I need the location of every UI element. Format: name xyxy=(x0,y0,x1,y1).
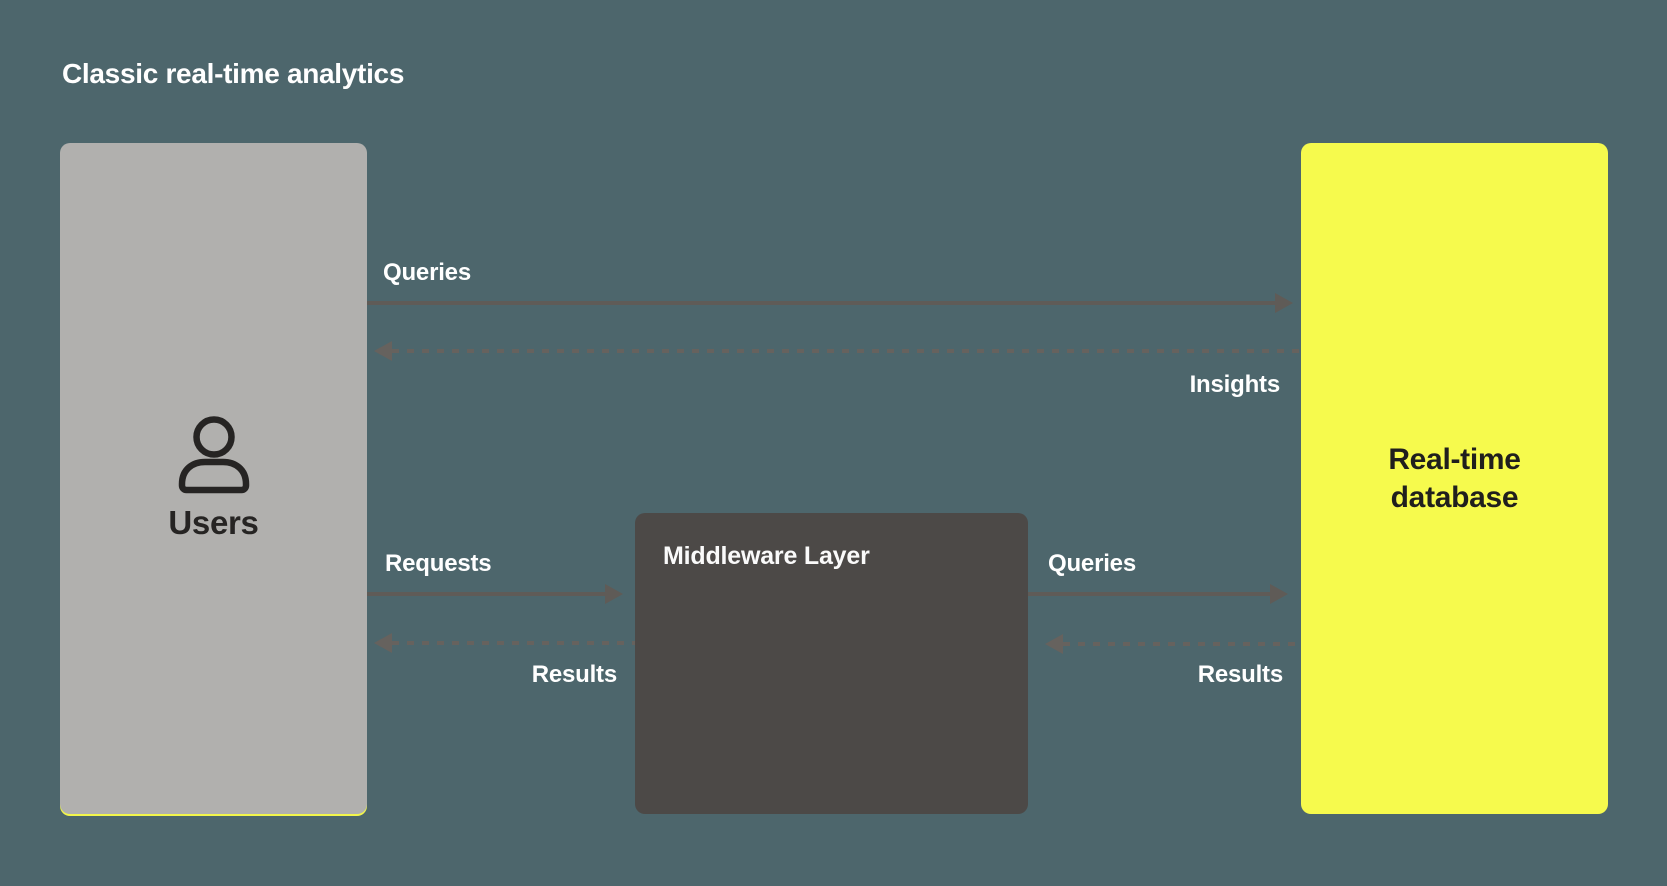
arrow-users-to-database-head xyxy=(1275,293,1293,313)
node-database-label: Real-time database xyxy=(1388,443,1521,514)
person-icon xyxy=(178,415,250,494)
arrow-users-to-database-line xyxy=(367,301,1275,305)
arrow-database-to-middleware-head xyxy=(1045,634,1063,654)
arrow-middleware-to-database-head xyxy=(1270,584,1288,604)
arrow-database-to-middleware-line xyxy=(1063,642,1301,646)
arrow-users-to-middleware-head xyxy=(605,584,623,604)
arrow-database-to-users-head xyxy=(374,341,392,361)
node-users: Users xyxy=(60,143,367,814)
arrow-users-to-database-label: Queries xyxy=(383,259,471,286)
arrow-middleware-to-database-label: Queries xyxy=(1048,550,1136,577)
node-database: Real-time database xyxy=(1301,143,1608,814)
diagram-title: Classic real-time analytics xyxy=(62,58,405,89)
arrow-middleware-to-users-line xyxy=(392,641,635,645)
node-middleware-label: Middleware Layer xyxy=(663,542,870,570)
arrow-users-to-middleware-line xyxy=(367,592,605,596)
arrow-users-to-middleware-label: Requests xyxy=(385,550,492,577)
arrow-database-to-middleware-label: Results xyxy=(1197,661,1283,688)
node-middleware: Middleware Layer xyxy=(635,513,1028,814)
arrow-middleware-to-users-label: Results xyxy=(531,661,617,688)
node-users-label: Users xyxy=(168,503,259,541)
arrow-middleware-to-database-line xyxy=(1028,592,1270,596)
arrow-database-to-users-label: Insights xyxy=(1189,371,1281,398)
arrow-middleware-to-users-head xyxy=(374,633,392,653)
arrow-database-to-users-line xyxy=(392,349,1301,353)
